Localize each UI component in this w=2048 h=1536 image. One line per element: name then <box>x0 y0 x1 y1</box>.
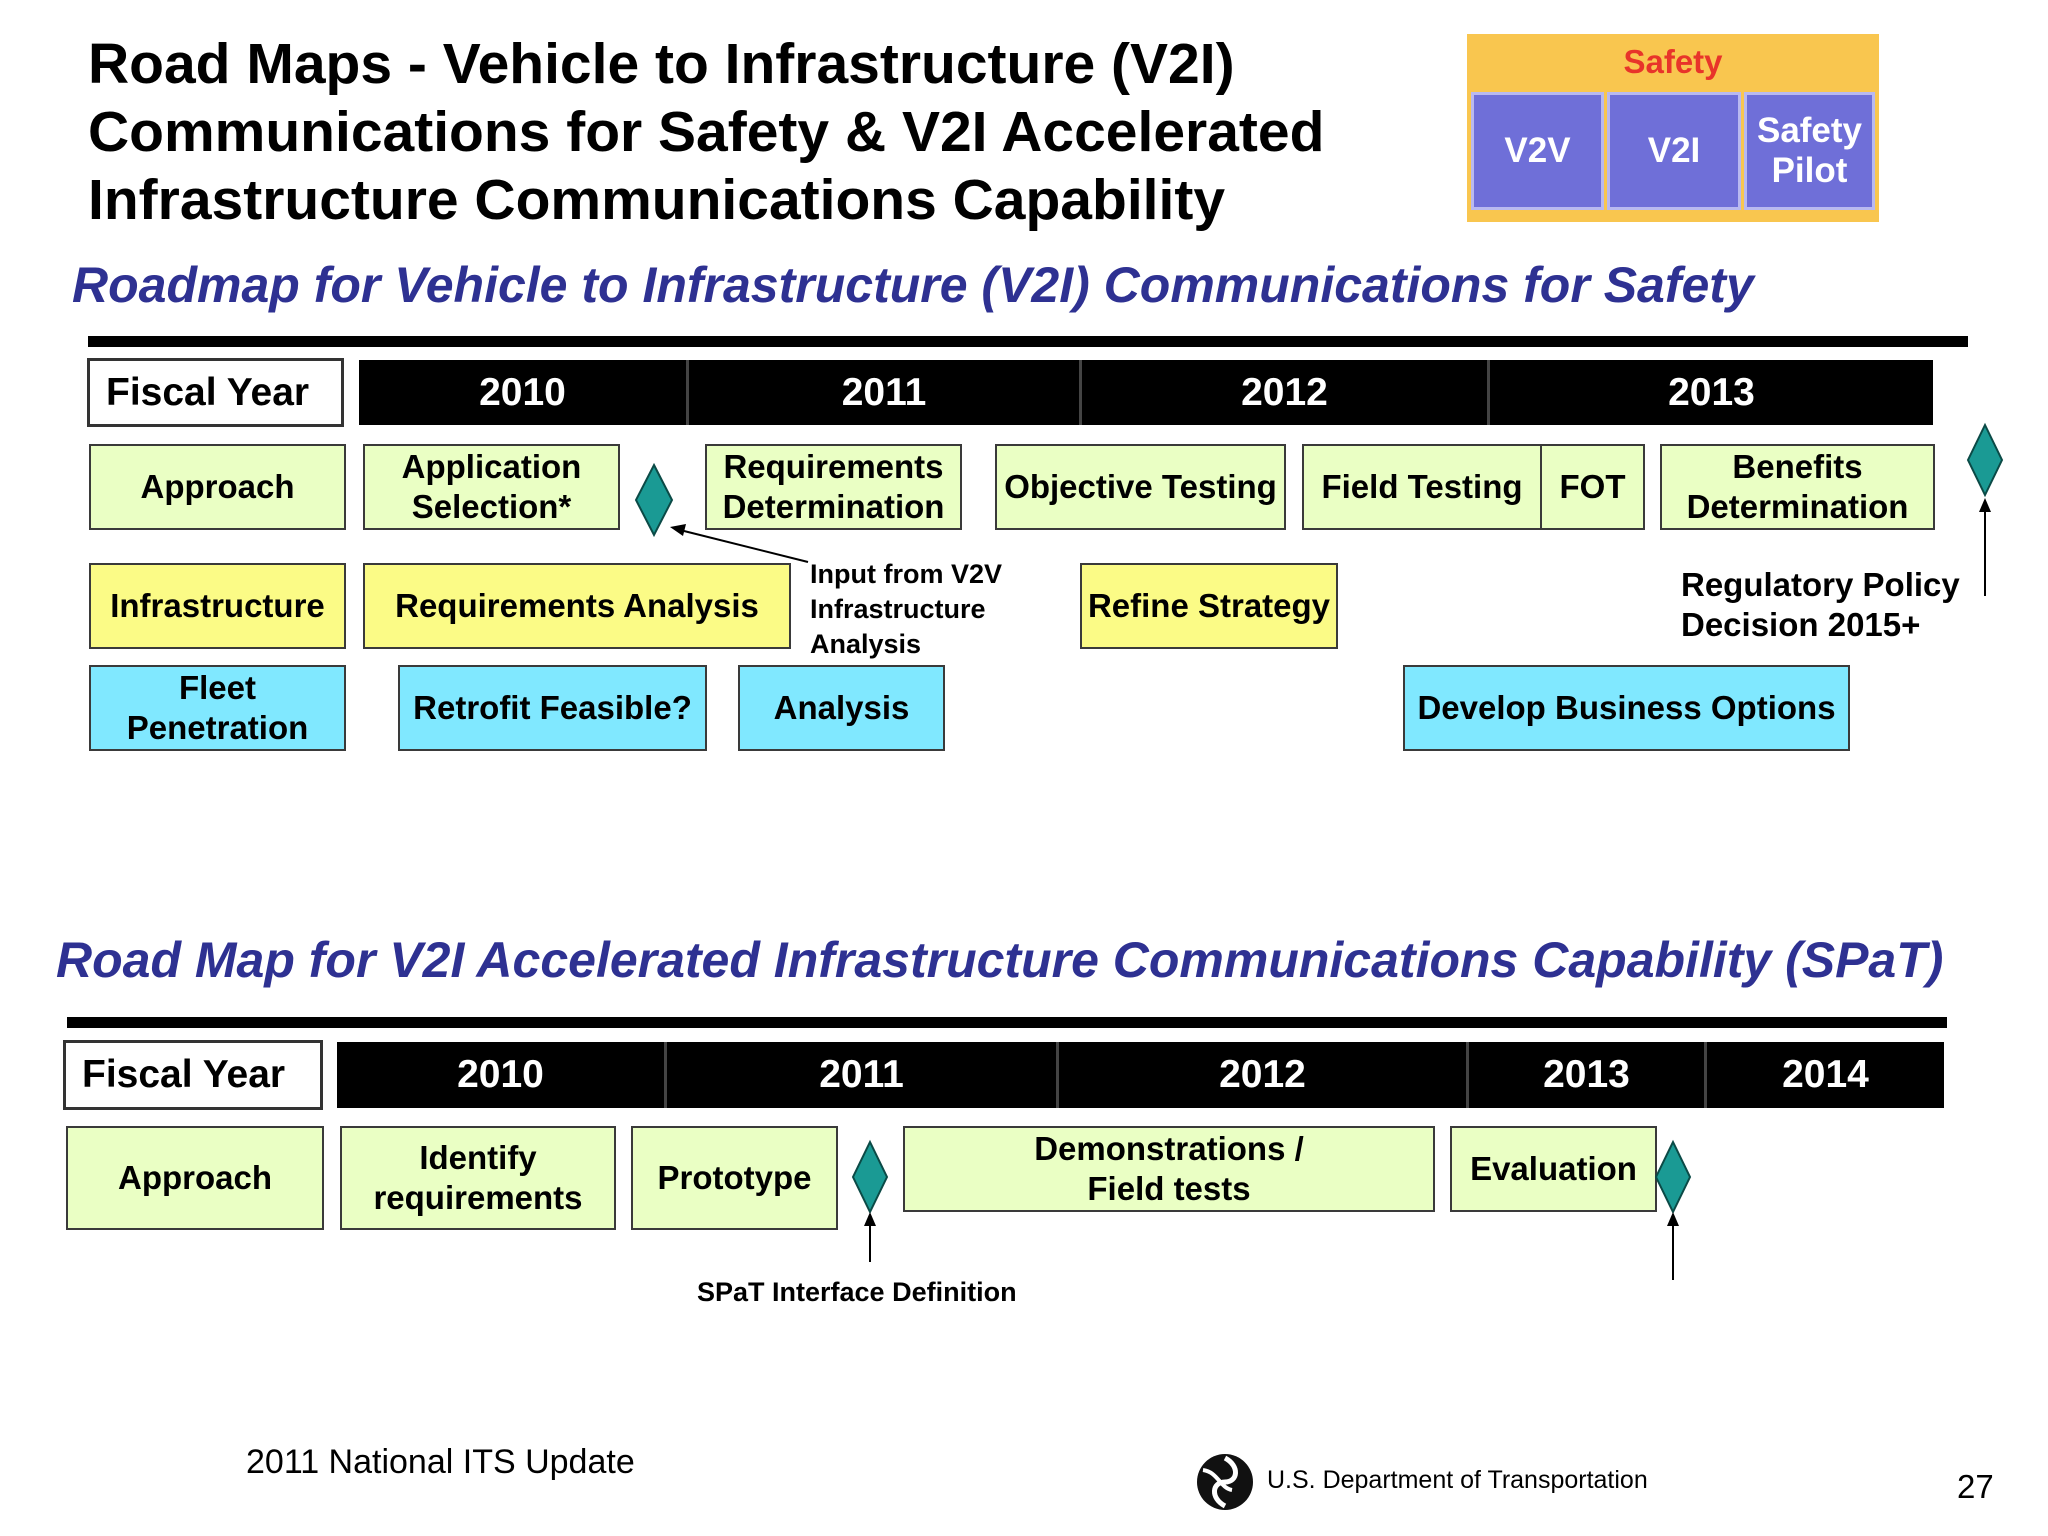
roadmap2-rule <box>67 1017 1947 1028</box>
footer-agency: U.S. Department of Transportation <box>1267 1466 1648 1494</box>
legend-cell-safety-pilot: Safety Pilot <box>1744 92 1875 210</box>
roadmap2-approach-label: Approach <box>66 1126 324 1230</box>
page-number: 27 <box>1957 1468 1994 1505</box>
title-line-3: Infrastructure Communications Capability <box>88 168 1226 232</box>
roadmap1-objective-testing: Objective Testing <box>995 444 1286 530</box>
evaluation-milestone-diamond-icon <box>1654 1139 1692 1215</box>
roadmap1-develop-business-options: Develop Business Options <box>1403 665 1850 751</box>
legend-cell-v2v: V2V <box>1471 92 1604 210</box>
roadmap1-requirements-analysis: Requirements Analysis <box>363 563 791 649</box>
footer-title: 2011 National ITS Update <box>246 1443 635 1481</box>
milestone-diamond-icon <box>634 462 674 538</box>
roadmap1-year-2011: 2011 <box>689 360 1082 425</box>
roadmap1-infrastructure-label: Infrastructure <box>89 563 346 649</box>
roadmap1-field-testing: Field Testing <box>1302 444 1542 530</box>
roadmap1-requirements-determination: Requirements Determination <box>705 444 962 530</box>
page-title: Road Maps - Vehicle to Infrastructure (V… <box>88 30 1388 234</box>
spat-milestone-diamond-icon <box>851 1139 889 1215</box>
regulatory-milestone-diamond-icon <box>1966 422 2004 498</box>
roadmap2-evaluation: Evaluation <box>1450 1126 1657 1212</box>
roadmap1-analysis: Analysis <box>738 665 945 751</box>
regulatory-arrow-head-icon <box>1979 498 1991 512</box>
roadmap1-heading: Roadmap for Vehicle to Infrastructure (V… <box>72 257 1754 313</box>
roadmap2-heading: Road Map for V2I Accelerated Infrastruct… <box>56 932 1944 988</box>
evaluation-arrow-head-icon <box>1667 1212 1679 1226</box>
roadmap2-prototype: Prototype <box>631 1126 838 1230</box>
roadmap1-rule <box>88 336 1968 347</box>
roadmap2-year-2014: 2014 <box>1707 1042 1944 1108</box>
roadmap1-refine-strategy: Refine Strategy <box>1080 563 1338 649</box>
roadmap2-year-2011: 2011 <box>667 1042 1059 1108</box>
roadmap2-demonstrations-field-tests: Demonstrations / Field tests <box>903 1126 1435 1212</box>
dot-logo-icon <box>1197 1454 1253 1510</box>
roadmap2-year-2013: 2013 <box>1469 1042 1707 1108</box>
roadmap2-spat-interface-note: SPaT Interface Definition <box>697 1277 1017 1307</box>
roadmap1-approach-label: Approach <box>89 444 346 530</box>
roadmap1-fleet-penetration-label: Fleet Penetration <box>89 665 346 751</box>
roadmap1-retrofit-feasible: Retrofit Feasible? <box>398 665 707 751</box>
input-arrow-head-icon <box>670 524 686 536</box>
roadmap2-year-2012: 2012 <box>1059 1042 1469 1108</box>
spat-arrow-head-icon <box>864 1212 876 1226</box>
input-arrow-line <box>679 529 809 563</box>
roadmap1-input-from-v2v-note: Input from V2V Infrastructure Analysis <box>810 559 1003 659</box>
roadmap2-year-2010: 2010 <box>337 1042 667 1108</box>
roadmap1-regulatory-note: Regulatory Policy Decision 2015+ <box>1681 566 1960 643</box>
roadmap2-fiscal-year-label: Fiscal Year <box>63 1040 323 1110</box>
legend-cell-v2i: V2I <box>1607 92 1741 210</box>
roadmap1-year-2010: 2010 <box>359 360 689 425</box>
legend-header: Safety <box>1623 43 1723 80</box>
safety-legend: Safety V2V V2I Safety Pilot <box>1467 34 1879 222</box>
roadmap1-fot: FOT <box>1540 444 1645 530</box>
title-line-1: Road Maps - Vehicle to Infrastructure (V… <box>88 32 1235 96</box>
roadmap1-year-2013: 2013 <box>1490 360 1933 425</box>
roadmap1-fiscal-year-label: Fiscal Year <box>87 358 344 427</box>
roadmap1-benefits-determination: Benefits Determination <box>1660 444 1935 530</box>
title-line-2: Communications for Safety & V2I Accelera… <box>88 100 1325 164</box>
roadmap1-year-2012: 2012 <box>1082 360 1490 425</box>
roadmap1-application-selection: Application Selection* <box>363 444 620 530</box>
roadmap2-identify-requirements: Identify requirements <box>340 1126 616 1230</box>
